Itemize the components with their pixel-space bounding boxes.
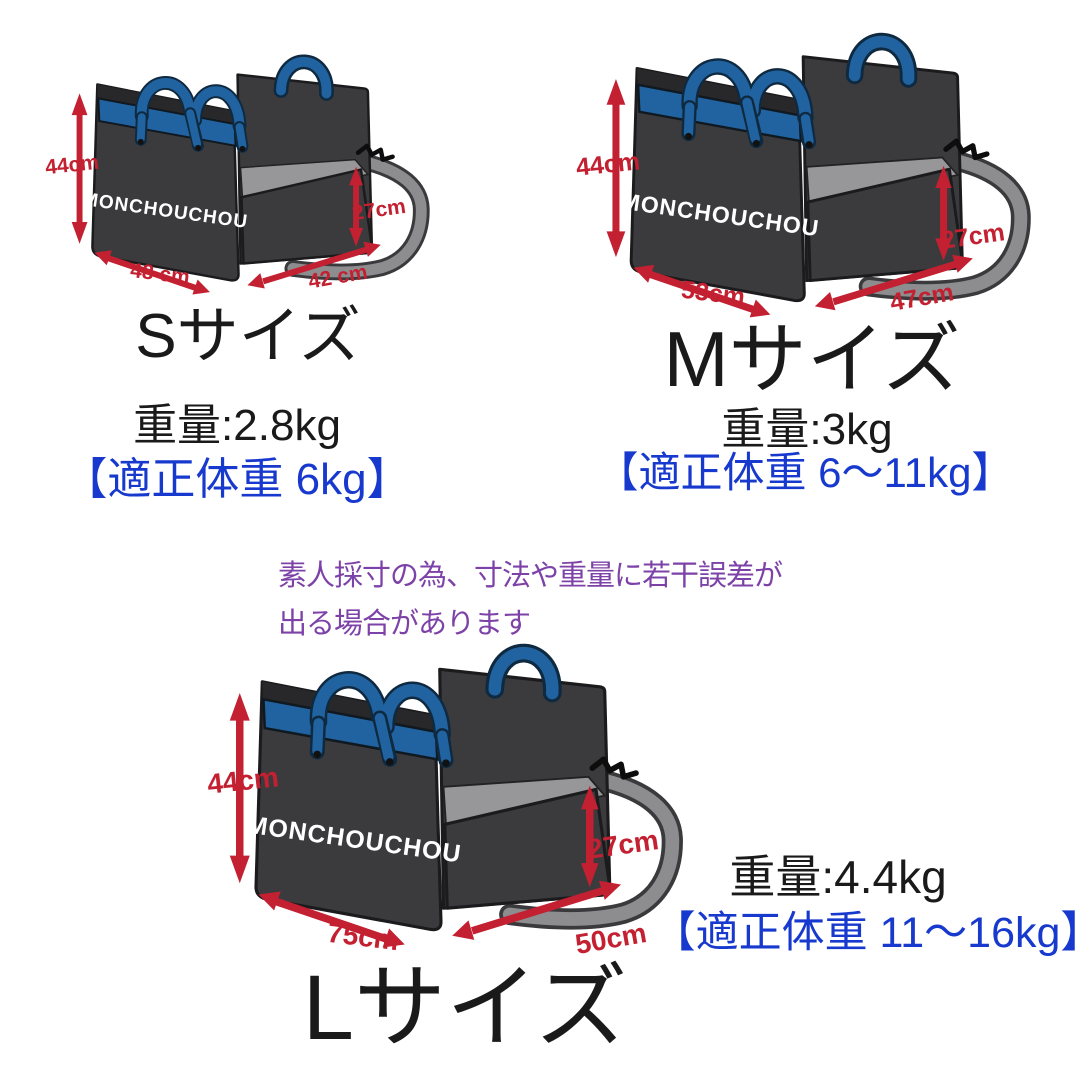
disclaimer-line-1: 素人採寸の為、寸法や重量に若干誤差が xyxy=(278,560,783,592)
size-name-l: Lサイズ xyxy=(302,957,628,1059)
bag-figure-s: MONCHOUCHOU 44cm 48 cm 42 cm 27cm xyxy=(43,42,440,306)
bag-figure-l: MONCHOUCHOU 44cm 75cm 50cm 27cm xyxy=(196,628,696,962)
weight-text-l: 重量:4.4kg xyxy=(729,851,947,903)
suitable-weight-text-l: 【適正体重 11〜16kg】 xyxy=(652,909,1080,957)
pet-carrier-drawing-m xyxy=(575,18,1043,331)
pet-carrier-drawing-l xyxy=(196,628,696,962)
pet-carrier-drawing-s xyxy=(45,42,440,306)
size-name-s: Sサイズ xyxy=(135,302,361,371)
measurement-disclaimer: 素人採寸の為、寸法や重量に若干誤差が 出る場合があります xyxy=(278,552,783,648)
suitable-weight-text-s: 【適正体重 6kg】 xyxy=(63,455,411,504)
disclaimer-line-2: 出る場合があります xyxy=(278,608,531,640)
size-name-m: Mサイズ xyxy=(663,315,961,403)
height-dimension-label: 44cm xyxy=(205,761,281,800)
weight-text-m: 重量:3kg xyxy=(721,405,893,454)
bag-figure-m: MONCHOUCHOU 44cm 53cm 47cm 27cm xyxy=(575,18,1043,331)
weight-text-s: 重量:2.8kg xyxy=(133,401,341,450)
suitable-weight-text-m: 【適正体重 6〜11kg】 xyxy=(596,449,1014,496)
height-dimension-label: 44cm xyxy=(43,150,100,180)
